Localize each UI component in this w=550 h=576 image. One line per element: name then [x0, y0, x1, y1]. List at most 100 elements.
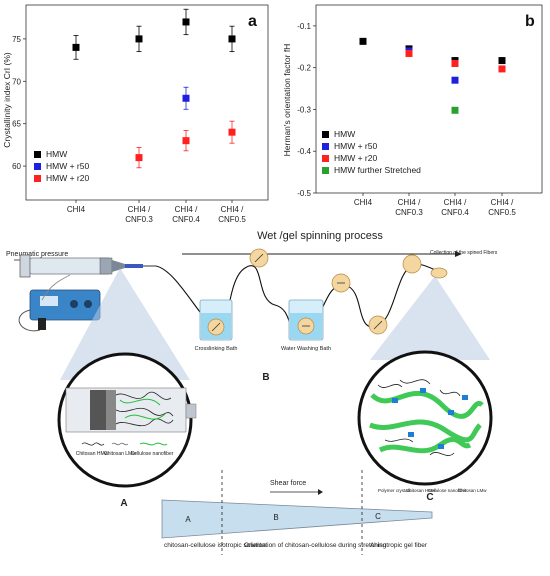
collection-roller: [402, 254, 448, 279]
legend-chitosan-lmw: Chitosan LMw: [104, 451, 136, 457]
chart-b-frame: [315, 4, 543, 194]
chart-a-legend-label: HMW: [46, 149, 67, 159]
legend-chitosan-hmw: Chitosan HMw: [76, 451, 109, 457]
chart-b-point: [405, 49, 413, 57]
chart-a-legend-swatch: [34, 163, 41, 170]
crosslinking-bath: [199, 299, 233, 341]
note-anisotropic: Anisotropic gel fiber: [370, 542, 428, 549]
chart-a-xtick-label: CNF0.5: [218, 215, 246, 224]
chart-a-point: [228, 128, 236, 136]
legend-c-chitosan-hmw: Chitosan HMw: [406, 488, 436, 493]
fiber-label-B: B: [273, 513, 278, 522]
chart-a-point: [182, 94, 190, 102]
chart-b-marks: [359, 37, 506, 114]
chart-a-point: [72, 43, 80, 51]
panel-label-A: A: [120, 498, 127, 509]
chart-b-ytick-label: -0.3: [297, 105, 311, 114]
roller-1: [249, 248, 269, 268]
legend-c-cellulose-nanofiber: Cellulose nanofiber: [428, 488, 467, 493]
chart-b-point: [359, 37, 367, 45]
chart-a-xtick-label: CHI4: [67, 205, 86, 214]
process-title: Wet /gel spinning process: [257, 230, 383, 242]
chart-a-legend-label: HMW + r20: [46, 173, 89, 183]
tapered-fiber: [161, 499, 433, 539]
collection-label: Collection of the spined Fibers: [430, 250, 498, 256]
chart-a-ylabel: Crystallinity index CrI (%): [2, 52, 12, 148]
pneumatic-label: Pneumatic pressure: [6, 251, 68, 258]
legend-c-chitosan-lmw: Chitosan LMw: [458, 488, 487, 493]
shear-label: Shear force: [270, 480, 306, 487]
chart-b-legend-swatch: [322, 155, 329, 162]
chart-b-legend-swatch: [322, 167, 329, 174]
chart-b-xtick-label: CHI4 /: [444, 198, 467, 207]
inset-c: Polymer crystals Chitosan HMw Cellulose …: [357, 350, 493, 493]
chart-b-ylabel: Herman's orientation factor fH: [282, 44, 292, 157]
chart-b-xtick-label: CNF0.5: [488, 208, 516, 217]
syringe: [19, 254, 156, 278]
chart-b-legend-swatch: [322, 143, 329, 150]
legend-cellulose-nanofiber: Cellulose nanofiber: [131, 451, 174, 457]
chart-a-ytick-label: 60: [12, 162, 21, 171]
panel-label-B: B: [262, 372, 269, 383]
chart-a-xtick-label: CHI4 /: [128, 205, 151, 214]
chart-a-xtick-label: CHI4 /: [175, 205, 198, 214]
washing-bath: [288, 299, 324, 341]
fiber-label-A: A: [185, 515, 191, 524]
zoom-cone-c: [370, 276, 490, 360]
chart-b-point: [451, 59, 459, 67]
spinning-diagram: Wet /gel spinning process Pneumatic pres…: [6, 230, 498, 555]
chart-a-point: [182, 137, 190, 145]
chart-b-legend-label: HMW + r20: [334, 153, 377, 163]
note-orientation: Orientation of chitosan-cellulose during…: [244, 542, 387, 549]
chart-b-xtick-label: CNF0.3: [395, 208, 423, 217]
chart-b-xtick-label: CHI4: [354, 198, 373, 207]
chart-b-legend-label: HMW: [334, 129, 355, 139]
chart-a-ytick-label: 75: [12, 35, 21, 44]
chart-b-y-ticks: -0.1-0.2-0.3-0.4-0.5: [297, 22, 316, 198]
chart-b-legend-swatch: [322, 131, 329, 138]
chart-b-point: [498, 65, 506, 73]
chart-b-legend-label: HMW further Stretched: [334, 165, 421, 175]
chart-a-point: [182, 18, 190, 26]
chart-b-point: [498, 57, 506, 65]
chart-a-y-ticks: 60 65 70 75: [12, 35, 26, 171]
chart-a-xtick-label: CHI4 /: [221, 205, 244, 214]
chart-a-xtick-label: CNF0.3: [125, 215, 153, 224]
chart-a-xtick-label: CNF0.4: [172, 215, 200, 224]
chart-a-ytick-label: 65: [12, 120, 21, 129]
chart-b-xtick-label: CHI4 /: [398, 198, 421, 207]
chart-b-point: [451, 106, 459, 114]
fiber-label-C: C: [375, 512, 381, 521]
shear-arrowhead: [318, 489, 323, 495]
chart-a-ytick-label: 70: [12, 77, 21, 86]
pressure-controller: [18, 274, 101, 332]
chart-a-legend-swatch: [34, 175, 41, 182]
legend-polymer-crystals: Polymer crystals: [378, 488, 412, 493]
panel-label-C: C: [426, 492, 433, 503]
chart-a-point: [228, 35, 236, 43]
chart-b-xtick-label: CNF0.4: [441, 208, 469, 217]
crosslinking-label: Crosslinking Bath: [195, 346, 238, 352]
chart-a-marks: [72, 8, 236, 169]
zoom-cone-a: [60, 268, 190, 380]
chart-b-point: [451, 76, 459, 84]
chart-b-ytick-label: -0.1: [297, 22, 311, 31]
process-arrowhead: [455, 251, 462, 257]
inset-a: Chitosan HMw Chitosan LMw Cellulose nano…: [57, 352, 197, 488]
chart-a-point: [135, 154, 143, 162]
panel-label-a: a: [248, 13, 257, 30]
chart-b-ytick-label: -0.4: [297, 147, 311, 156]
chart-b-xtick-label: CHI4 /: [491, 198, 514, 207]
note-isotropic: chitosan-cellulose isotropic solution: [164, 542, 266, 549]
chart-b-legend-label: HMW + r50: [334, 141, 377, 151]
roller-2: [331, 273, 351, 293]
chart-a-legend-label: HMW + r50: [46, 161, 89, 171]
panel-label-b: b: [525, 13, 535, 30]
